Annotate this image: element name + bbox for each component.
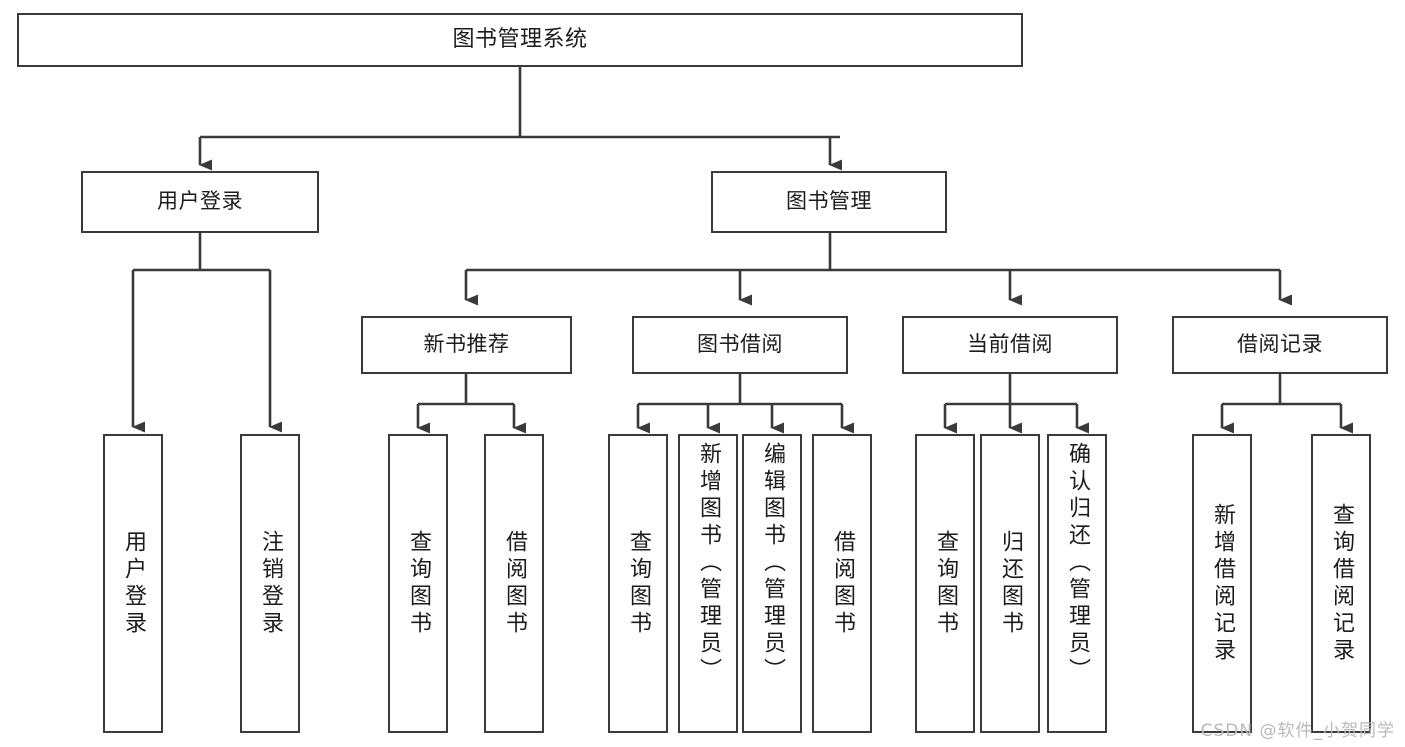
- leaf-node-query-book-current[interactable]: 查询图书: [915, 434, 975, 733]
- leaf-node-edit-book-admin[interactable]: 编辑图书（管理员）: [742, 434, 802, 733]
- node-label: 借阅记录: [1237, 332, 1323, 357]
- node-label: 注销登录: [258, 529, 283, 638]
- node-label: 用户登录: [157, 189, 243, 214]
- node-new-book-recommend[interactable]: 新书推荐: [361, 316, 572, 374]
- leaf-node-add-borrow-record[interactable]: 新增借阅记录: [1192, 434, 1252, 733]
- leaf-node-borrow-book-recommend[interactable]: 借阅图书: [484, 434, 544, 733]
- node-label: 图书管理: [786, 189, 872, 214]
- node-label: 查询借阅记录: [1329, 502, 1354, 665]
- leaf-node-add-book-admin[interactable]: 新增图书（管理员）: [678, 434, 738, 733]
- node-label: 查询图书: [406, 529, 431, 638]
- node-label: 归还图书: [998, 529, 1023, 638]
- node-label: 查询图书: [933, 529, 958, 638]
- node-user-login[interactable]: 用户登录: [81, 171, 319, 233]
- leaf-node-return-book[interactable]: 归还图书: [980, 434, 1040, 733]
- node-label: 图书管理系统: [452, 26, 588, 52]
- leaf-node-query-book-borrow[interactable]: 查询图书: [608, 434, 668, 733]
- node-borrow-record[interactable]: 借阅记录: [1172, 316, 1388, 374]
- node-label: 借阅图书: [502, 529, 527, 638]
- node-book-borrow[interactable]: 图书借阅: [632, 316, 848, 374]
- node-current-borrow[interactable]: 当前借阅: [902, 316, 1118, 374]
- watermark-text: CSDN @软件_小贺同学: [1200, 721, 1395, 741]
- leaf-node-logout[interactable]: 注销登录: [240, 434, 300, 733]
- leaf-node-confirm-return-admin[interactable]: 确认归还（管理员）: [1047, 434, 1107, 733]
- node-label: 编辑图书（管理员）: [760, 442, 785, 685]
- node-label: 图书借阅: [697, 332, 783, 357]
- node-label: 借阅图书: [830, 529, 855, 638]
- node-label: 新书推荐: [423, 332, 510, 357]
- leaf-node-user-login[interactable]: 用户登录: [103, 434, 163, 733]
- node-label: 确认归还（管理员）: [1065, 442, 1090, 685]
- node-book-management[interactable]: 图书管理: [711, 171, 947, 233]
- leaf-node-query-book-recommend[interactable]: 查询图书: [388, 434, 448, 733]
- leaf-node-query-borrow-record[interactable]: 查询借阅记录: [1311, 434, 1371, 733]
- node-label: 新增图书（管理员）: [696, 442, 721, 685]
- node-label: 新增借阅记录: [1210, 502, 1235, 665]
- node-label: 查询图书: [626, 529, 651, 638]
- node-root-book-management-system[interactable]: 图书管理系统: [17, 13, 1023, 67]
- node-label: 用户登录: [121, 529, 146, 638]
- node-label: 当前借阅: [967, 332, 1053, 357]
- leaf-node-borrow-book[interactable]: 借阅图书: [812, 434, 872, 733]
